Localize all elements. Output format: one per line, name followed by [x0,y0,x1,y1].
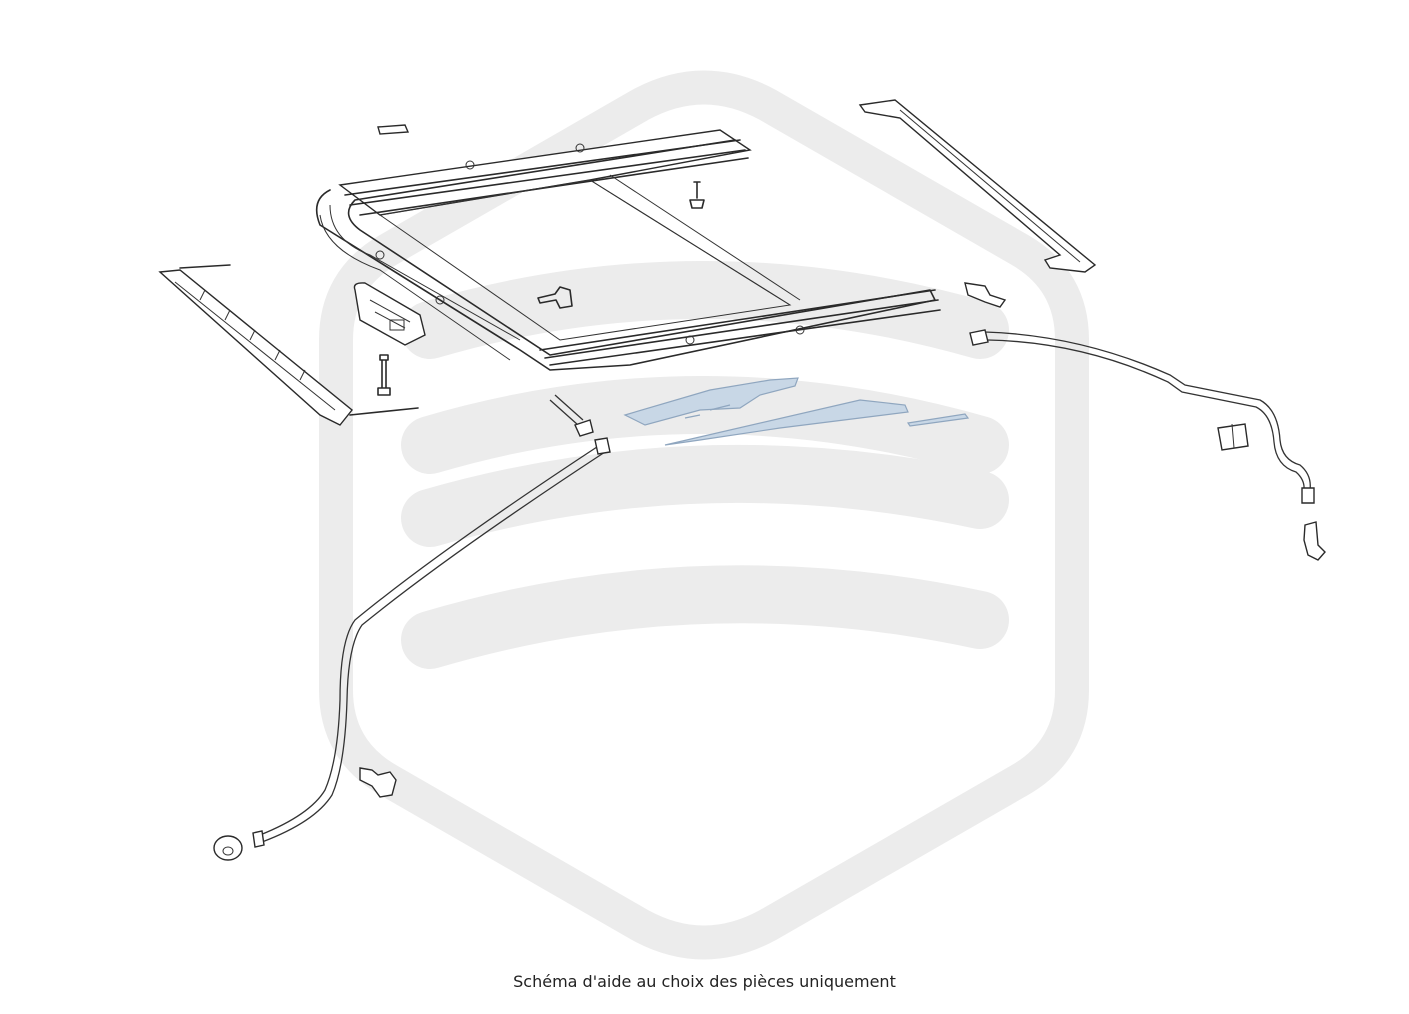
drain-hose-right[interactable] [969,329,1315,504]
hose-clip-bottom[interactable] [359,767,397,798]
watermark-hexagon [319,70,1089,960]
watermark-stripe-4 [401,565,1009,669]
left-deflector-rail[interactable] [158,264,419,426]
elbow-connector[interactable] [1303,521,1326,561]
band-clamp[interactable] [1217,423,1249,451]
center-clip[interactable] [537,286,573,309]
grommet[interactable] [213,835,243,861]
right-roof-rail[interactable] [858,99,1097,273]
connector-right[interactable] [964,282,1007,308]
sunroof-exploded-diagram [158,70,1326,960]
watermark-stripe-3 [401,444,1009,547]
diagram-caption: Schéma d'aide au choix des pièces unique… [513,972,896,991]
pad-part[interactable] [377,124,410,135]
watermark-logo [319,70,1089,960]
sunroof-frame[interactable] [315,129,941,371]
sunroof-motor[interactable] [353,282,426,346]
drain-hose-left[interactable] [252,394,611,848]
highlighted-drain-parts[interactable] [623,377,970,446]
watermark-stripe-1 [401,261,1009,359]
bolt-top[interactable] [689,181,705,209]
screw[interactable] [377,354,391,396]
